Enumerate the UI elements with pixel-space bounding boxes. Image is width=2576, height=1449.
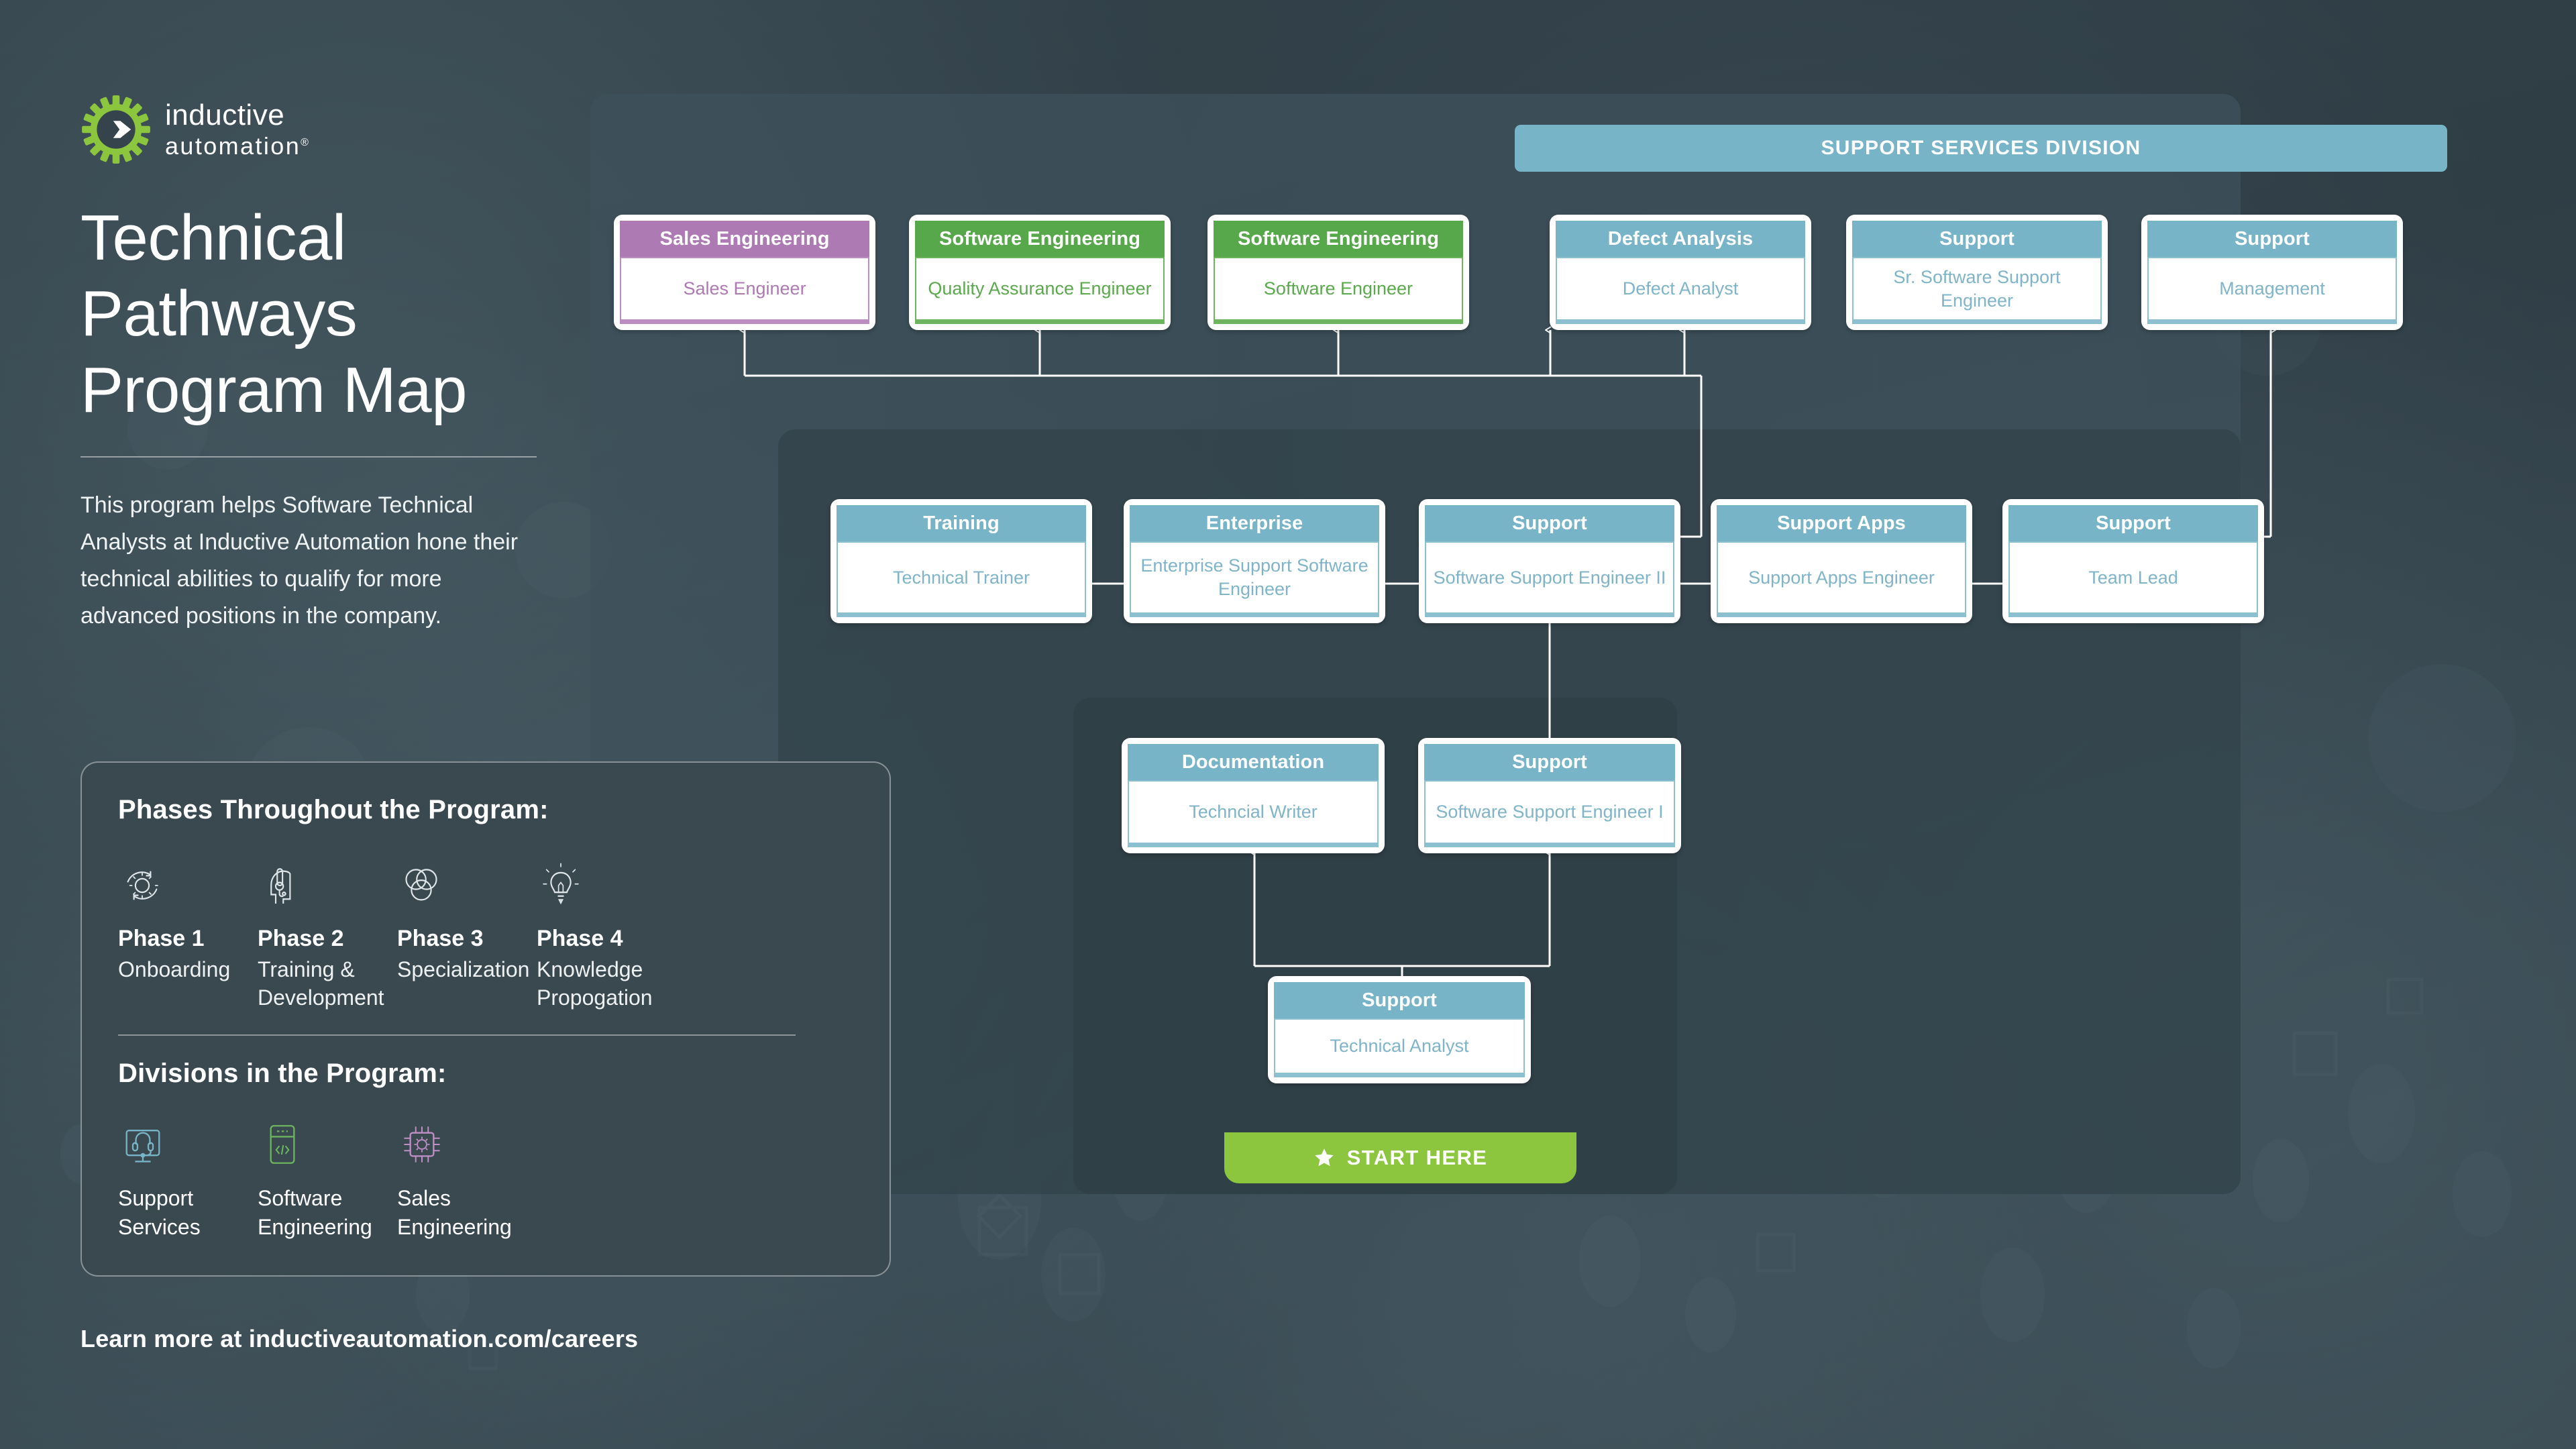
node-role: Technical Analyst xyxy=(1274,1018,1525,1077)
node-category: Support xyxy=(1274,982,1525,1018)
node-role: Techncial Writer xyxy=(1128,780,1379,847)
phase-name: Phase 2 xyxy=(258,926,344,951)
phase-label: Specialization xyxy=(397,957,530,982)
start-here-button[interactable]: START HERE xyxy=(1224,1132,1576,1183)
node-role: Quality Assurance Engineer xyxy=(915,257,1165,324)
node-role: Defect Analyst xyxy=(1556,257,1805,324)
node-category: Support xyxy=(2147,221,2397,257)
node-role: Technical Trainer xyxy=(837,541,1086,617)
page-title: Technical Pathways Program Map xyxy=(80,202,468,426)
node-category: Defect Analysis xyxy=(1556,221,1805,257)
division-label: Support Services xyxy=(118,1186,201,1239)
node-category: Support xyxy=(1425,505,1674,541)
division-label: Software Engineering xyxy=(258,1186,372,1239)
node-category: Software Engineering xyxy=(915,221,1165,257)
title-divider xyxy=(80,455,537,458)
node-category: Training xyxy=(837,505,1086,541)
division-item-sales-engineering: Sales Engineering xyxy=(397,1108,537,1240)
node-defect-analyst[interactable]: Defect Analysis Defect Analyst xyxy=(1550,215,1811,330)
phase-item-3: Phase 3 Specialization xyxy=(397,848,537,1012)
node-category: Enterprise xyxy=(1130,505,1379,541)
node-role: Sales Engineer xyxy=(620,257,869,324)
lightbulb-pencil-icon xyxy=(537,848,676,910)
node-enterprise-support-software-engineer[interactable]: Enterprise Enterprise Support Software E… xyxy=(1124,499,1385,623)
support-services-division-banner: SUPPORT SERVICES DIVISION xyxy=(1515,125,2447,172)
footer-link[interactable]: Learn more at inductiveautomation.com/ca… xyxy=(80,1325,639,1352)
info-card-divider xyxy=(118,1034,796,1036)
node-category: Sales Engineering xyxy=(620,221,869,257)
division-label: Sales Engineering xyxy=(397,1186,512,1239)
phase-name: Phase 3 xyxy=(397,926,484,951)
node-sales-engineer[interactable]: Sales Engineering Sales Engineer xyxy=(614,215,875,330)
node-category: Support Apps xyxy=(1717,505,1966,541)
node-software-support-engineer-1[interactable]: Support Software Support Engineer I xyxy=(1418,738,1681,853)
start-here-label: START HERE xyxy=(1346,1146,1488,1169)
phase-label: Knowledge Propogation xyxy=(537,957,653,1010)
venn-diagram-icon xyxy=(397,848,537,910)
gear-refresh-icon xyxy=(118,848,258,910)
brand-logo: inductive automation® xyxy=(80,94,564,165)
node-technical-trainer[interactable]: Training Technical Trainer xyxy=(830,499,1092,623)
node-role: Software Engineer xyxy=(1214,257,1463,324)
divisions-heading: Divisions in the Program: xyxy=(118,1059,447,1089)
node-category: Documentation xyxy=(1128,744,1379,780)
code-window-icon xyxy=(258,1108,397,1169)
phase-label: Onboarding xyxy=(118,957,231,982)
node-quality-assurance-engineer[interactable]: Software Engineering Quality Assurance E… xyxy=(909,215,1171,330)
node-software-support-engineer-2[interactable]: Support Software Support Engineer II xyxy=(1419,499,1680,623)
node-role: Software Support Engineer I xyxy=(1424,780,1675,847)
logo-line-2: automation® xyxy=(165,132,311,160)
division-item-software-engineering: Software Engineering xyxy=(258,1108,397,1240)
star-icon xyxy=(1314,1148,1334,1167)
cpu-chip-icon xyxy=(397,1108,537,1169)
node-sr-software-support-engineer[interactable]: Support Sr. Software Support Engineer xyxy=(1846,215,2108,330)
phase-name: Phase 1 xyxy=(118,926,205,951)
registered-mark: ® xyxy=(301,137,311,148)
phase-label: Training & Development xyxy=(258,957,384,1010)
headset-head-icon xyxy=(258,848,397,910)
logo-line-1: inductive xyxy=(165,99,285,131)
phase-item-2: Phase 2 Training & Development xyxy=(258,848,397,1012)
phase-name: Phase 4 xyxy=(537,926,623,951)
division-item-support-services: Support Services xyxy=(118,1108,258,1240)
node-technical-analyst[interactable]: Support Technical Analyst xyxy=(1268,976,1531,1083)
node-management[interactable]: Support Management xyxy=(2141,215,2403,330)
node-role: Software Support Engineer II xyxy=(1425,541,1674,617)
phases-heading: Phases Throughout the Program: xyxy=(118,795,549,824)
intro-paragraph: This program helps Software Technical An… xyxy=(80,492,519,629)
node-role: Management xyxy=(2147,257,2397,324)
node-software-engineer[interactable]: Software Engineering Software Engineer xyxy=(1208,215,1469,330)
support-monitor-headset-icon xyxy=(118,1108,258,1169)
node-technical-writer[interactable]: Documentation Techncial Writer xyxy=(1122,738,1385,853)
gear-arrow-icon xyxy=(82,95,150,164)
node-category: Support xyxy=(1424,744,1675,780)
node-role: Team Lead xyxy=(2008,541,2258,617)
node-role: Enterprise Support Software Engineer xyxy=(1130,541,1379,617)
node-role: Support Apps Engineer xyxy=(1717,541,1966,617)
phase-item-4: Phase 4 Knowledge Propogation xyxy=(537,848,676,1012)
node-category: Support xyxy=(2008,505,2258,541)
node-support-apps-engineer[interactable]: Support Apps Support Apps Engineer xyxy=(1711,499,1972,623)
divisions-list: Support Services Software Engineering xyxy=(118,1108,853,1240)
program-info-card: Phases Throughout the Program: Phase 1 O… xyxy=(80,761,891,1277)
phase-item-1: Phase 1 Onboarding xyxy=(118,848,258,1012)
node-role: Sr. Software Support Engineer xyxy=(1852,257,2102,324)
phases-list: Phase 1 Onboarding Phase 2 Training & De… xyxy=(118,848,853,1012)
left-column: inductive automation® Technical Pathways… xyxy=(80,94,564,635)
node-category: Support xyxy=(1852,221,2102,257)
node-team-lead[interactable]: Support Team Lead xyxy=(2002,499,2264,623)
node-category: Software Engineering xyxy=(1214,221,1463,257)
